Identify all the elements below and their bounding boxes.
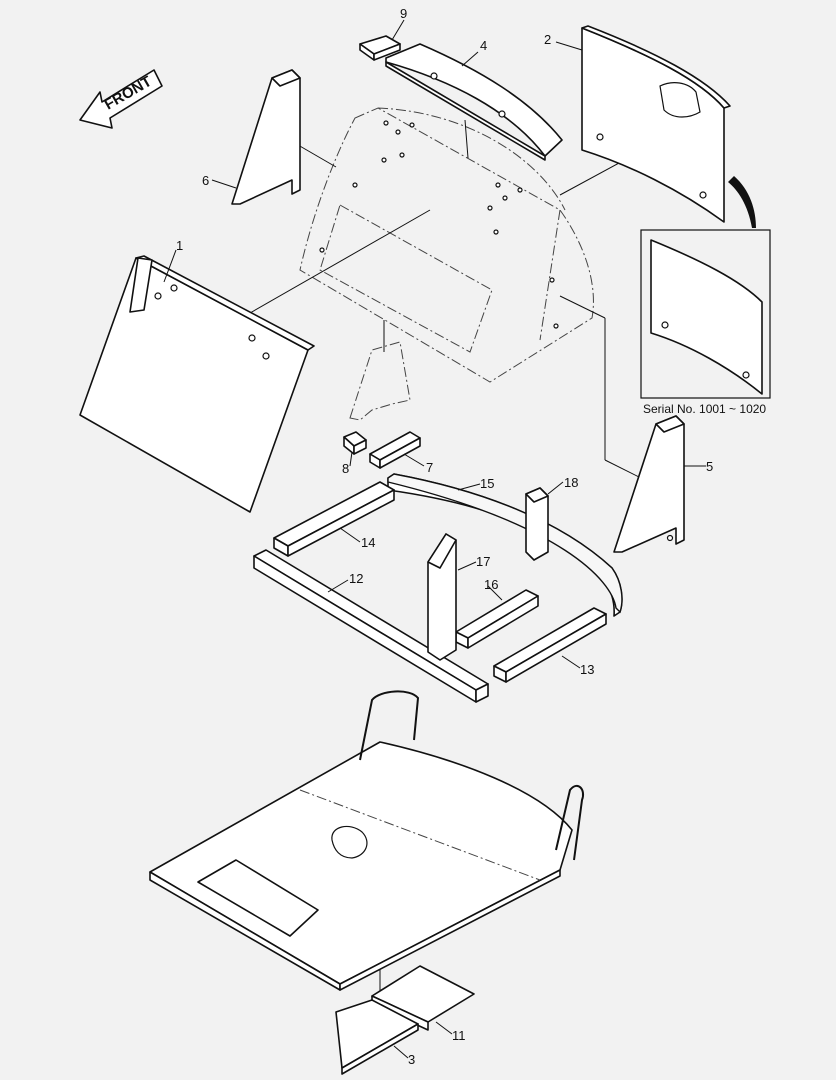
part-6-gusset bbox=[231, 69, 301, 205]
callout-16: 16 bbox=[484, 577, 498, 592]
callout-labels: 1 2 3 4 5 6 7 8 9 11 12 13 14 15 16 17 1… bbox=[176, 6, 713, 1067]
bracket-phantom bbox=[349, 341, 411, 421]
part-8-block bbox=[343, 431, 367, 455]
callout-7: 7 bbox=[426, 460, 433, 475]
part-7-bar bbox=[369, 431, 421, 469]
callout-5: 5 bbox=[706, 459, 713, 474]
part-1-front-panel bbox=[79, 255, 315, 513]
cabinet-phantom bbox=[299, 107, 594, 383]
part-16-bar bbox=[455, 589, 539, 649]
callout-leaders bbox=[163, 19, 706, 1059]
callout-15: 15 bbox=[480, 476, 494, 491]
serial-caption: Serial No. 1001 ~ 1020 bbox=[643, 402, 766, 416]
part-9-block bbox=[359, 35, 401, 61]
serial-variant-inset: Serial No. 1001 ~ 1020 bbox=[640, 229, 771, 416]
part-14-bar bbox=[273, 481, 395, 557]
callout-12: 12 bbox=[349, 571, 363, 586]
callout-18: 18 bbox=[564, 475, 578, 490]
callout-2: 2 bbox=[544, 32, 551, 47]
front-arrow: FRONT bbox=[79, 69, 163, 129]
part-18-post bbox=[525, 487, 549, 561]
callout-8: 8 bbox=[342, 461, 349, 476]
part-15-curved-rail bbox=[387, 473, 623, 617]
callout-17: 17 bbox=[476, 554, 490, 569]
callout-1: 1 bbox=[176, 238, 183, 253]
part-12-long-bar bbox=[253, 549, 489, 703]
revision-arrow bbox=[728, 176, 756, 228]
callout-13: 13 bbox=[580, 662, 594, 677]
part-5-gusset bbox=[613, 415, 685, 553]
callout-11: 11 bbox=[452, 1028, 466, 1043]
callout-3: 3 bbox=[408, 1052, 415, 1067]
part-4-top-plate bbox=[385, 43, 563, 161]
callout-4: 4 bbox=[480, 38, 487, 53]
part-17-post bbox=[427, 533, 457, 661]
part-2-back-panel bbox=[581, 25, 731, 223]
base-plate bbox=[149, 690, 584, 991]
callout-6: 6 bbox=[202, 173, 209, 188]
part-13-bar bbox=[493, 607, 607, 683]
part-3-pad bbox=[335, 999, 419, 1075]
callout-14: 14 bbox=[361, 535, 375, 550]
callout-9: 9 bbox=[400, 6, 407, 21]
